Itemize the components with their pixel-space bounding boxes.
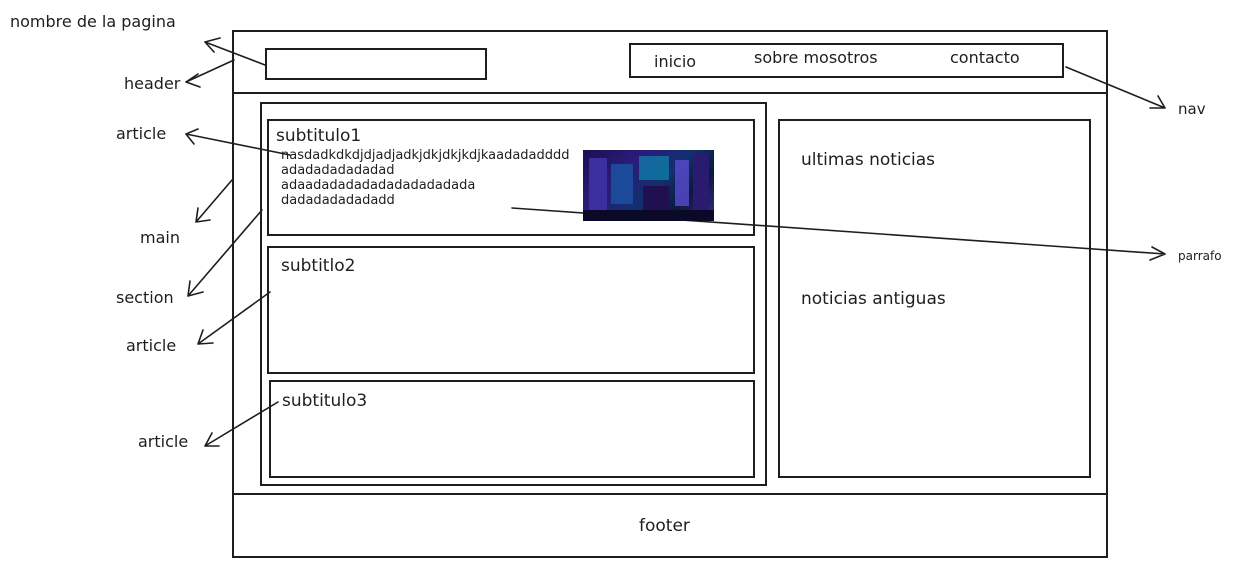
aside-old-news: noticias antiguas [801, 289, 946, 309]
arrow-header [185, 59, 235, 88]
label-parrafo: parrafo [1178, 249, 1222, 263]
arrow-article-2 [197, 291, 271, 345]
article-1-image [583, 150, 714, 221]
article-3 [269, 380, 755, 478]
label-page-name: nombre de la pagina [10, 12, 176, 31]
aside-latest-news: ultimas noticias [801, 150, 936, 170]
label-header: header [124, 74, 181, 93]
arrow-article-1 [185, 128, 291, 156]
paragraph-line: adadadadadadad [281, 163, 395, 178]
article-1-subtitle: subtitulo1 [276, 126, 362, 146]
nav-item-contacto[interactable]: contacto [950, 48, 1020, 67]
footer-divider [232, 493, 1108, 495]
label-article-3: article [138, 432, 189, 451]
label-section: section [116, 288, 174, 307]
section-box [260, 102, 767, 486]
site-title-box [265, 48, 487, 80]
article-3-subtitle: subtitulo3 [282, 391, 368, 411]
arrow-nav [1065, 66, 1166, 109]
article-2-subtitle: subtitlo2 [281, 256, 356, 276]
paragraph-line: adaadadadadadadadadadada [281, 178, 476, 193]
paragraph-line: nasdadkdkdjdjadjadkjdkjdkjkdjkaadadadddd [281, 148, 570, 163]
header-divider [232, 92, 1108, 94]
arrow-main [195, 179, 233, 223]
label-article-2: article [126, 336, 177, 355]
arrow-section [187, 209, 263, 297]
arrow-article-3 [204, 401, 279, 447]
nav-item-inicio[interactable]: inicio [654, 52, 697, 71]
article-1-paragraph: nasdadkdkdjdjadjadkjdkjdkjkdjkaadadadddd… [281, 148, 570, 208]
nav-item-sobre-nosotros[interactable]: sobre mosotros [754, 48, 878, 67]
arrow-page-name [204, 37, 266, 66]
nav-bar [629, 43, 1064, 78]
paragraph-line: dadadadadadadd [281, 193, 395, 208]
page-frame [232, 30, 1108, 558]
footer-label: footer [639, 516, 690, 536]
aside-box [778, 119, 1091, 478]
article-1 [267, 119, 755, 236]
label-article-1: article [116, 124, 167, 143]
article-2 [267, 246, 755, 374]
label-main: main [140, 228, 180, 247]
label-nav: nav [1178, 100, 1206, 118]
